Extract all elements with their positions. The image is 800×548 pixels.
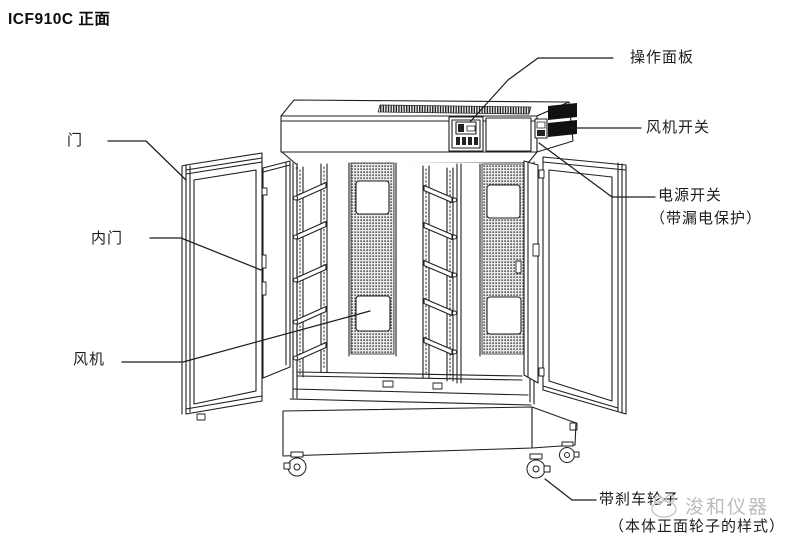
fan-window-left-bottom (355, 295, 391, 332)
caster-front-left (283, 451, 307, 477)
shelf-rack-left (293, 163, 328, 378)
chamber-interior (289, 161, 535, 406)
leader-inner-door (149, 237, 262, 271)
leader-lines (107, 57, 656, 501)
caster-front-right (526, 453, 551, 479)
watermark-logo-icon (651, 493, 677, 518)
base-plinth (282, 406, 578, 457)
fan-window-right-top (486, 184, 521, 219)
leader-power-switch (538, 142, 656, 198)
label-caster-note: （本体正面轮子的样式） (609, 518, 786, 535)
leader-caster (544, 478, 597, 501)
display-screen (455, 121, 477, 135)
latch-right (515, 260, 522, 274)
side-vent-upper (548, 103, 577, 120)
fan-window-right-bottom (486, 296, 522, 335)
control-panel (448, 116, 532, 152)
label-fan: 风机 (73, 351, 106, 368)
inner-door-right (523, 160, 540, 384)
leader-door (107, 140, 187, 181)
blank-panel (485, 117, 532, 152)
inner-door-left (258, 160, 291, 379)
side-vent-lower (548, 120, 577, 137)
leader-operation-panel (469, 57, 614, 123)
label-power-switch-note: （带漏电保护） (650, 210, 763, 227)
fan-window-left-top (355, 180, 390, 215)
switch-and-vents (534, 103, 577, 139)
diagram-title: ICF910C 正面 (8, 11, 111, 28)
label-power-switch: 电源开关 (658, 187, 723, 204)
outer-door-left (181, 152, 263, 421)
label-inner-door: 内门 (91, 230, 124, 247)
label-fan-switch: 风机开关 (646, 119, 711, 136)
casters (283, 441, 580, 479)
label-operation-panel: 操作面板 (630, 49, 695, 66)
door-foot (196, 413, 206, 421)
caster-rear-right (559, 441, 580, 463)
watermark: 浚和仪器 (648, 492, 769, 519)
leader-fan (121, 310, 371, 363)
panel-buttons (456, 137, 478, 145)
watermark-text: 浚和仪器 (685, 497, 770, 518)
label-door: 门 (67, 132, 84, 149)
top-vent-grille (377, 104, 532, 115)
outer-door-right (538, 156, 627, 415)
shelf-rack-center (422, 163, 462, 384)
